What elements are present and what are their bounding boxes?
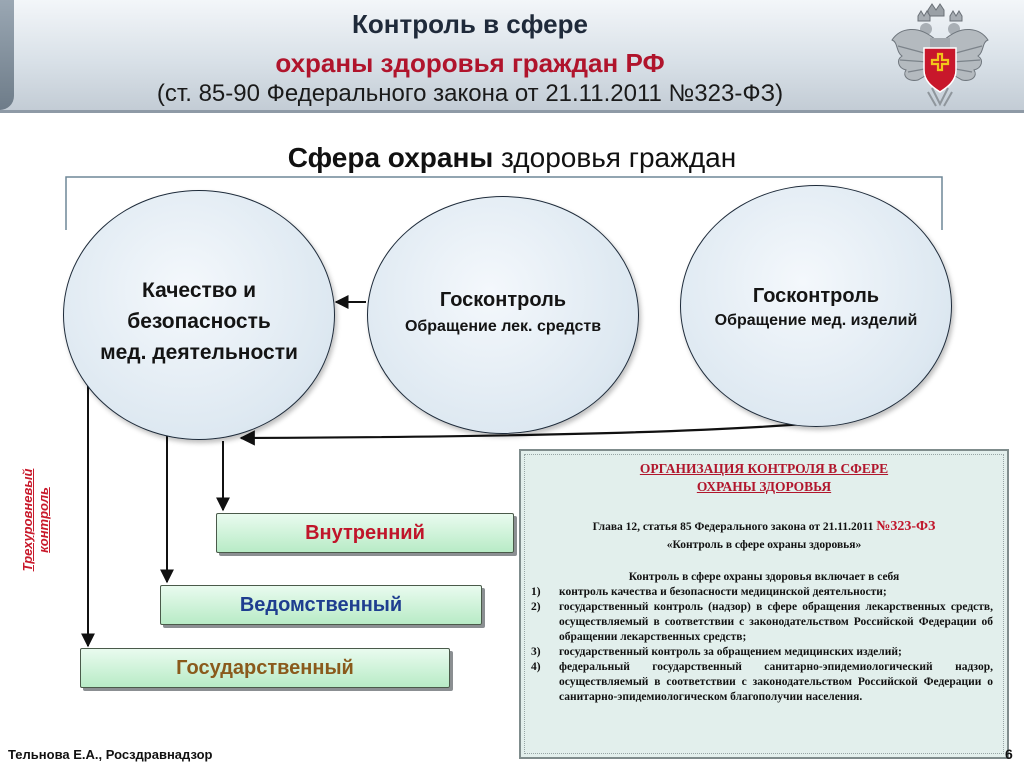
list-item-text: контроль качества и безопасности медицин… [559, 586, 887, 598]
three-level-label-line2: контроль [36, 487, 51, 553]
three-level-control-label: Трехуровневый контроль [20, 450, 52, 590]
list-item-text: федеральный государственный санитарно-эп… [559, 661, 993, 703]
law-excerpt-border [524, 454, 1004, 754]
list-item-text: государственный контроль (надзор) в сфер… [559, 601, 993, 643]
page-number: 6 [1005, 746, 1013, 762]
footer-author: Тельнова Е.А., Росздравнадзор [8, 747, 213, 762]
quality-line1: Качество и [142, 279, 256, 302]
circle-drug-control: Госконтроль Обращение лек. средств [367, 196, 639, 434]
list-item-number: 1) [531, 586, 541, 598]
circle-quality-text: Качество и безопасность мед. деятельност… [64, 275, 334, 368]
circle-device-control: Госконтроль Обращение мед. изделий [680, 185, 952, 427]
level-internal: Внутренний [216, 513, 514, 553]
list-item: 3) государственный контроль за обращением… [531, 645, 993, 660]
level-state: Государственный [80, 648, 450, 688]
law-citation-text: Глава 12, статья 85 Федерального закона … [592, 521, 874, 533]
law-article-name: «Контроль в сфере охраны здоровья» [666, 539, 862, 551]
header-law-reference: (ст. 85-90 Федерального закона от 21.11.… [156, 80, 784, 107]
header-banner: Контроль в сфере охраны здоровья граждан… [0, 0, 1024, 113]
quality-line3: мед. деятельности [100, 341, 298, 364]
list-item: 1) контроль качества и безопасности медиц… [531, 585, 993, 600]
sphere-heading: Сфера охраны здоровья граждан [0, 142, 1024, 174]
double-headed-eagle-emblem-icon [891, 3, 989, 107]
drug-control-title: Госконтроль [439, 289, 567, 311]
device-control-subtitle: Обращение мед. изделий [714, 312, 918, 329]
law-excerpt-panel: ОРГАНИЗАЦИЯ КОНТРОЛЯ В СФЕРЕ ОХРАНЫ ЗДОР… [519, 449, 1009, 759]
arrow-devices-to-quality [239, 421, 816, 446]
header-title-line1: Контроль в сфере [352, 9, 588, 39]
header-accent [0, 0, 14, 110]
quality-line2: безопасность [127, 310, 271, 333]
list-item-text: государственный контроль за обращением м… [559, 646, 902, 658]
law-excerpt-title-line2: ОХРАНЫ ЗДОРОВЬЯ [696, 479, 832, 494]
three-level-label-line1: Трехуровневый [20, 468, 35, 572]
circle-quality-safety: Качество и безопасность мед. деятельност… [63, 190, 335, 440]
list-item: 2) государственный контроль (надзор) в сф… [531, 600, 993, 645]
law-number: №323-ФЗ [876, 519, 936, 534]
law-citation: Глава 12, статья 85 Федерального закона … [521, 518, 1007, 554]
sphere-bracket [65, 176, 943, 230]
list-item-number: 3) [531, 646, 541, 658]
drug-control-subtitle: Обращение лек. средств [404, 318, 602, 335]
list-item-number: 2) [531, 601, 541, 613]
header-title-line2: охраны здоровья граждан РФ [275, 48, 665, 78]
device-control-title: Госконтроль [752, 285, 880, 307]
law-excerpt-title-line1: ОРГАНИЗАЦИЯ КОНТРОЛЯ В СФЕРЕ [639, 461, 889, 476]
sphere-heading-bold: Сфера охраны [287, 142, 494, 173]
level-departmental: Ведомственный [160, 585, 482, 625]
law-excerpt-title: ОРГАНИЗАЦИЯ КОНТРОЛЯ В СФЕРЕ ОХРАНЫ ЗДОР… [521, 460, 1007, 496]
sphere-heading-rest: здоровья граждан [493, 142, 737, 173]
law-items-list: 1) контроль качества и безопасности медиц… [531, 585, 993, 705]
list-item-number: 4) [531, 661, 541, 673]
list-item: 4) федеральный государственный санитарно-… [531, 660, 993, 705]
law-includes-intro: Контроль в сфере охраны здоровья включае… [628, 571, 900, 583]
